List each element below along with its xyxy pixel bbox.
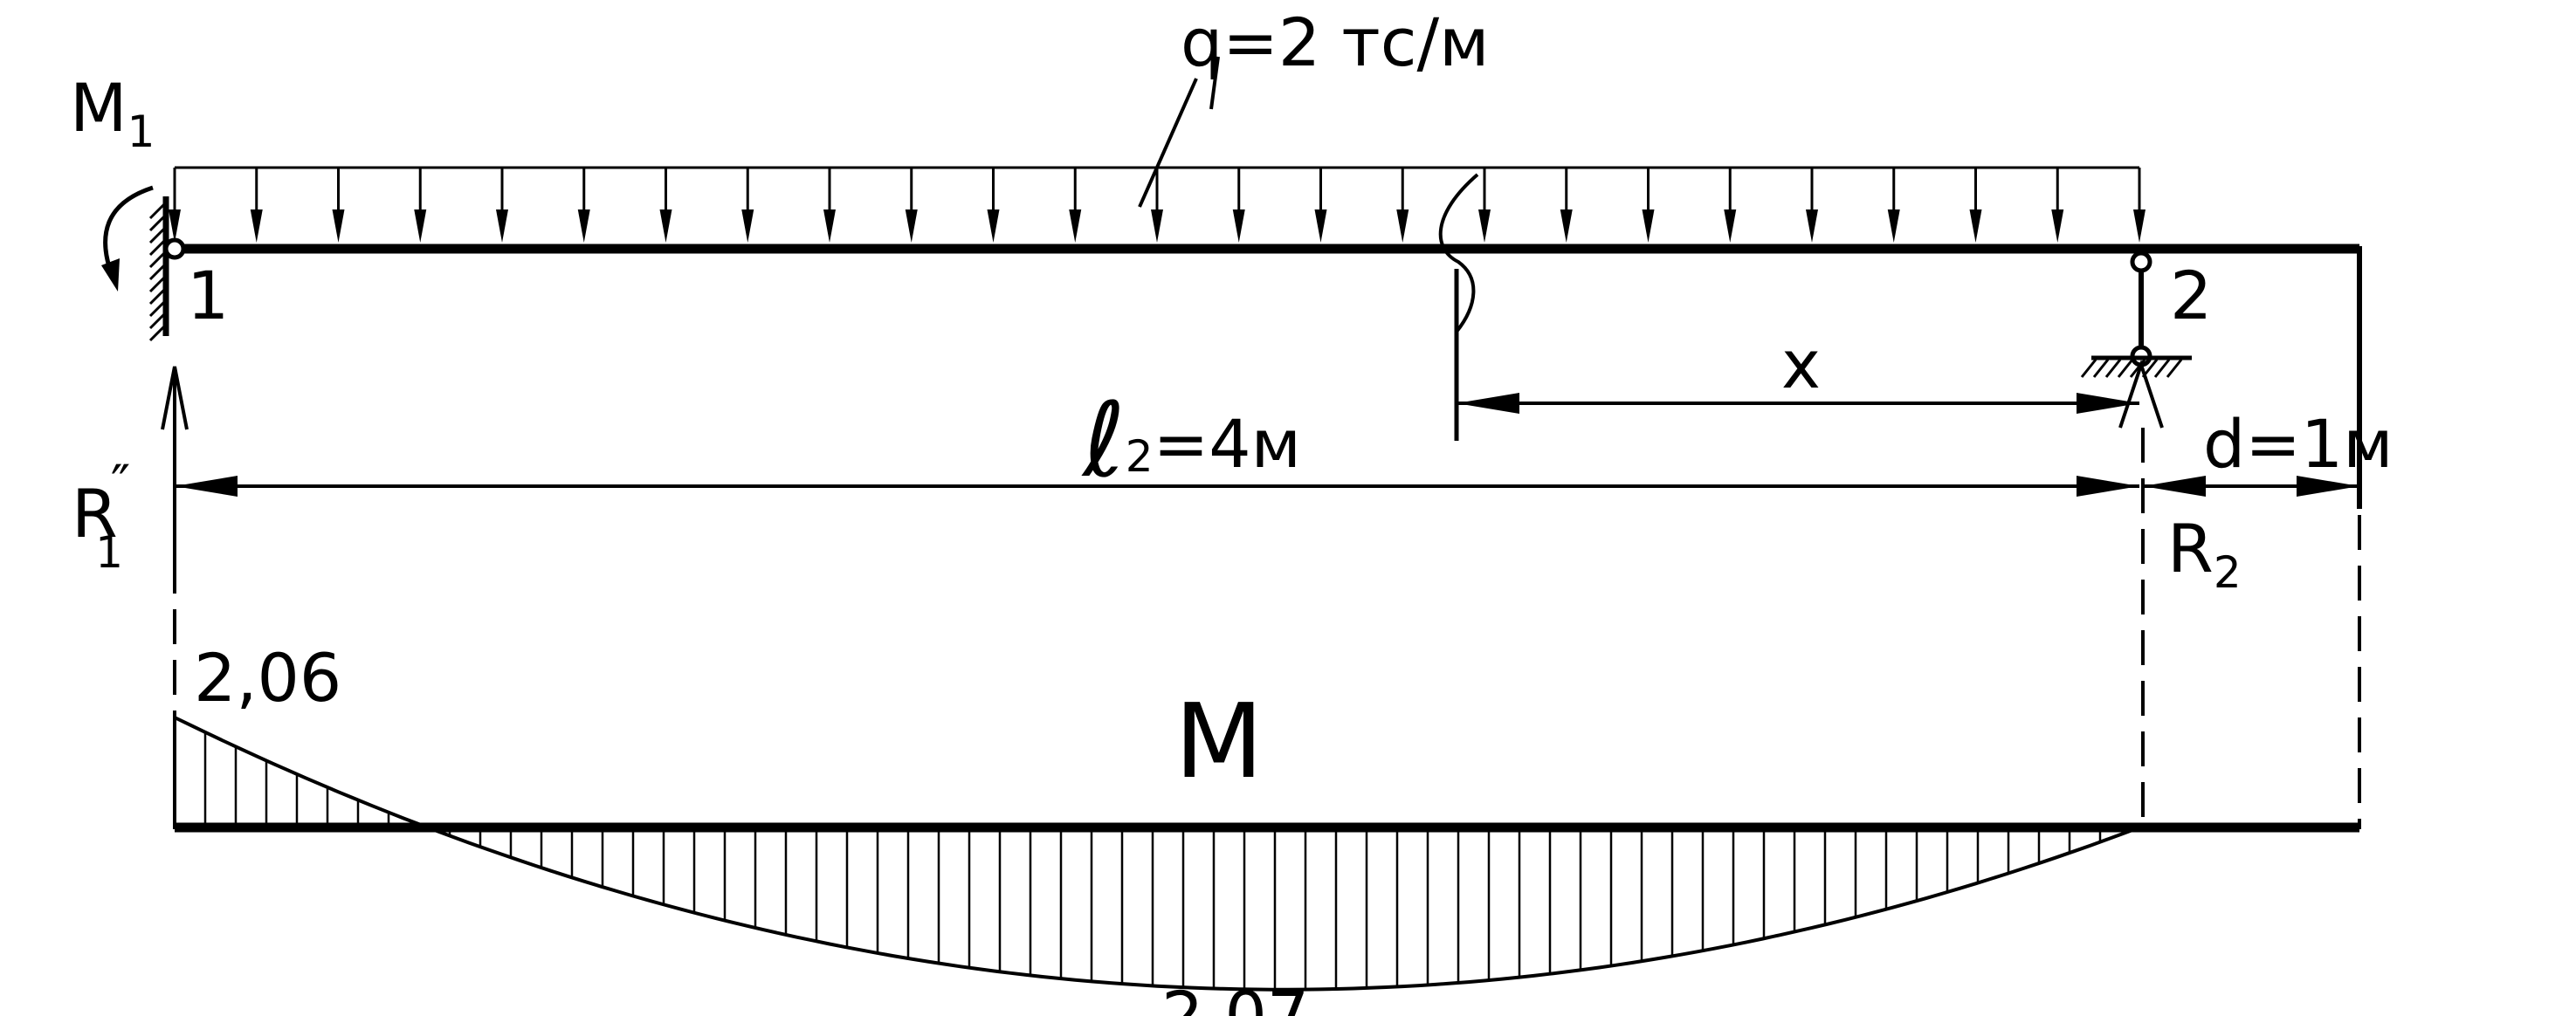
- reaction-r2-label: R2: [2167, 510, 2242, 598]
- load-arrow: [1969, 168, 1982, 243]
- load-arrow: [1560, 168, 1573, 243]
- load-arrow: [659, 168, 672, 243]
- moment-curve: [174, 716, 2140, 992]
- load-arrow: [577, 168, 590, 243]
- load-label: q=2 тс/м: [1181, 3, 1489, 81]
- load-arrow: [987, 168, 1000, 243]
- moment-diagram-title: M: [1174, 681, 1264, 801]
- load-arrow: [1724, 168, 1737, 243]
- moment-value-left: 2,06: [194, 639, 341, 717]
- moment-diagram-hatching: [173, 717, 2132, 990]
- dimension-l2: [175, 428, 2145, 829]
- reaction-r1-arrow: [161, 366, 189, 559]
- load-arrow: [2051, 168, 2064, 243]
- dimension-d-label: d=1м: [2203, 405, 2393, 483]
- beam: [175, 244, 2362, 509]
- load-arrow: [1478, 168, 1491, 243]
- section-cut: [1438, 173, 1479, 441]
- load-arrow: [905, 168, 918, 243]
- dimension-d: [2143, 476, 2359, 497]
- reaction-r2-arrow: [2118, 359, 2164, 429]
- load-arrow: [1887, 168, 1900, 243]
- load-arrow: [741, 168, 754, 243]
- moment-m1-label: M1: [70, 69, 155, 157]
- moment-value-bottom: 2,07: [1161, 977, 1309, 1016]
- left-fixed-support: [148, 196, 186, 342]
- load-arrow: [1069, 168, 1082, 243]
- load-arrows: [169, 168, 2146, 243]
- dimension-x-label: x: [1781, 326, 1821, 403]
- load-leader: [1138, 78, 1198, 208]
- node-2-label: 2: [2170, 257, 2212, 334]
- right-pinned-support: [2080, 251, 2192, 378]
- load-arrow: [169, 168, 181, 243]
- load-arrow: [1806, 168, 1818, 243]
- load-arrow: [1151, 168, 1163, 243]
- load-arrow: [250, 168, 263, 243]
- load-arrow: [1314, 168, 1327, 243]
- node-1-label: 1: [187, 257, 229, 334]
- moment-m1-arrow: [101, 185, 154, 292]
- load-arrow: [332, 168, 345, 243]
- moment-diagram: [173, 716, 2359, 992]
- distributed-load: [169, 56, 2146, 243]
- dimension-l2-label: ℓ2=4м: [1081, 380, 1301, 500]
- load-arrow: [1232, 168, 1245, 243]
- load-arrow: [496, 168, 508, 243]
- dimension-x: [1457, 393, 2139, 414]
- load-arrow: [823, 168, 836, 243]
- load-arrow: [1642, 168, 1655, 243]
- load-arrow: [1396, 168, 1409, 243]
- projection-lines: [173, 515, 2361, 829]
- load-arrow: [414, 168, 427, 243]
- reaction-r1-label: R″1: [72, 454, 130, 578]
- load-arrow: [2133, 168, 2146, 243]
